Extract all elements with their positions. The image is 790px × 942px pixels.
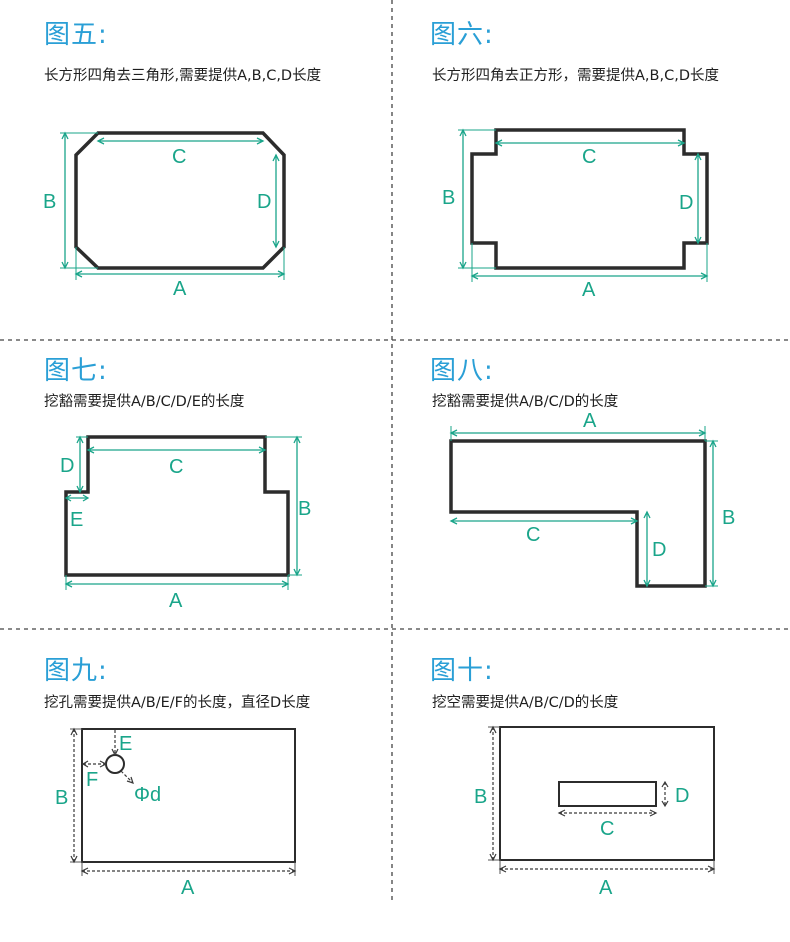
figure-8-dim-d-arrows bbox=[643, 510, 651, 588]
figure-10-dim-d-arrows bbox=[661, 780, 669, 808]
figure-10-label-d: D bbox=[675, 785, 689, 807]
figure-6-description: 长方形四角去正方形，需要提供A,B,C,D长度 bbox=[432, 68, 719, 84]
figure-5-shape bbox=[74, 131, 286, 270]
figure-5-dim-d-arrows bbox=[272, 153, 280, 249]
figure-6-label-a: A bbox=[582, 279, 596, 301]
figure-10-title: 图十: bbox=[430, 656, 494, 686]
figure-7-dim-e-arrows bbox=[64, 494, 90, 502]
figure-8-description: 挖豁需要提供A/B/C/D的长度 bbox=[432, 394, 619, 410]
figure-7-title: 图七: bbox=[44, 356, 108, 386]
figure-10-dim-c-arrows bbox=[557, 809, 658, 817]
figure-7-label-b: B bbox=[298, 498, 311, 520]
figure-10-dim-a-arrows bbox=[498, 865, 716, 873]
figure-5-label-d: D bbox=[257, 191, 271, 213]
figure-8-title: 图八: bbox=[430, 356, 494, 386]
figure-5-dim-b-arrows bbox=[61, 131, 69, 270]
figure-7-label-d: D bbox=[60, 455, 74, 477]
figure-9-diagram: E F Φd B A bbox=[55, 727, 297, 899]
figure-6-dim-d-arrows bbox=[694, 152, 702, 245]
figure-9-leader-arrow bbox=[126, 776, 134, 784]
figure-9-description: 挖孔需要提供A/B/E/F的长度，直径D长度 bbox=[44, 695, 311, 711]
figure-5-label-b: B bbox=[43, 191, 56, 213]
figure-5-label-c: C bbox=[172, 146, 186, 168]
figure-7-dim-b-arrows bbox=[293, 435, 301, 577]
figure-10-dim-b-arrows bbox=[489, 725, 497, 862]
figure-9-dim-b-arrows bbox=[70, 727, 78, 864]
figure-8-dim-c-arrows bbox=[449, 517, 639, 525]
figure-6-dim-a-arrows bbox=[470, 272, 709, 280]
figure-9-title: 图九: bbox=[44, 656, 108, 686]
figure-9-dim-e-arrow bbox=[111, 748, 119, 757]
figure-7-dim-c-arrows bbox=[86, 446, 267, 454]
figure-9-dim-a-arrows bbox=[80, 867, 297, 875]
figure-10-label-c: C bbox=[600, 818, 614, 840]
figure-8-label-c: C bbox=[526, 524, 540, 546]
figure-7-label-a: A bbox=[169, 590, 183, 612]
figure-7-dim-d-arrows bbox=[76, 435, 84, 494]
figure-5-dim-c-arrows bbox=[96, 137, 265, 145]
figure-9-label-e: E bbox=[119, 733, 132, 755]
figure-10-cutout bbox=[558, 781, 657, 807]
figure-5-dim-a-arrows bbox=[74, 270, 286, 278]
figure-6-dim-c-arrows bbox=[494, 139, 686, 147]
figure-6-label-d: D bbox=[679, 192, 693, 214]
figure-8-label-b: B bbox=[722, 507, 735, 529]
figure-9-plate bbox=[81, 728, 296, 863]
figure-6-shape bbox=[470, 128, 709, 270]
figure-7-label-e: E bbox=[70, 509, 83, 531]
figure-6-label-b: B bbox=[442, 187, 455, 209]
figure-7-description: 挖豁需要提供A/B/C/D/E的长度 bbox=[44, 394, 245, 410]
figure-5-diagram: C B D A bbox=[43, 131, 286, 300]
figure-10-label-a: A bbox=[599, 877, 613, 899]
figure-5-description: 长方形四角去三角形,需要提供A,B,C,D长度 bbox=[44, 68, 322, 84]
figure-6-title: 图六: bbox=[430, 20, 494, 50]
figure-10-plate bbox=[499, 726, 715, 861]
figure-9-dim-f-arrows bbox=[81, 760, 108, 768]
figure-9-label-f: F bbox=[86, 769, 98, 791]
figure-7-dim-a-arrows bbox=[64, 580, 290, 588]
figure-8-dim-a-arrows bbox=[449, 429, 707, 437]
figure-5-label-a: A bbox=[173, 278, 187, 300]
figure-9-leader-phi bbox=[120, 770, 133, 783]
figure-9-label-phi: Φd bbox=[134, 784, 161, 806]
figure-8-label-a: A bbox=[583, 410, 597, 432]
figure-8-dim-b-arrows bbox=[709, 439, 717, 588]
figure-5-title: 图五: bbox=[44, 20, 108, 50]
figure-7-diagram: C D E B A bbox=[60, 435, 311, 612]
figure-6-diagram: C B D A bbox=[442, 128, 709, 301]
figure-9-label-a: A bbox=[181, 877, 195, 899]
figure-6-dim-b-arrows bbox=[459, 128, 467, 270]
figure-10-label-b: B bbox=[474, 786, 487, 808]
figure-6-label-c: C bbox=[582, 146, 596, 168]
figure-8-label-d: D bbox=[652, 539, 666, 561]
figure-9-label-b: B bbox=[55, 787, 68, 809]
figure-10-description: 挖空需要提供A/B/C/D的长度 bbox=[432, 695, 619, 711]
figure-7-label-c: C bbox=[169, 456, 183, 478]
